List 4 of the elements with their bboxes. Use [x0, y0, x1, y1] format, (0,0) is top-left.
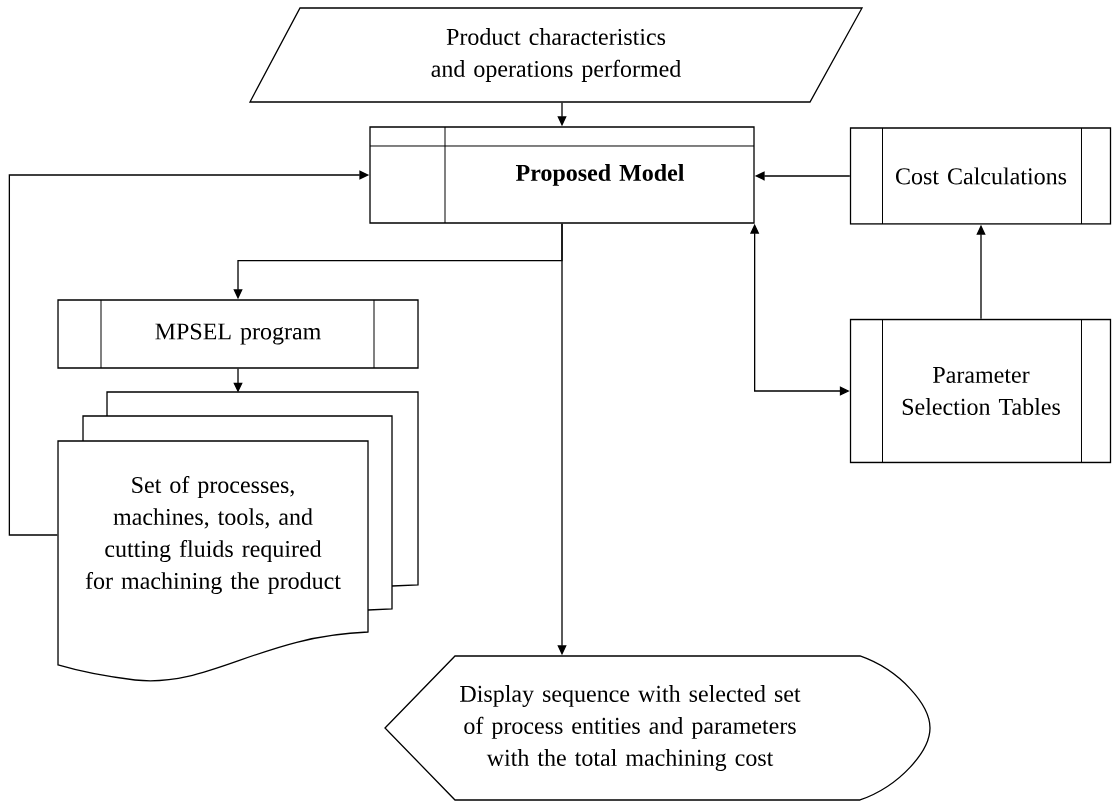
predefined-process-box: MPSEL program: [57, 299, 419, 369]
predefined-process-box: Parameter Selection Tables: [849, 318, 1112, 464]
process-box: Proposed Model: [369, 126, 755, 224]
predefined-process-box: Cost Calculations: [849, 127, 1112, 225]
